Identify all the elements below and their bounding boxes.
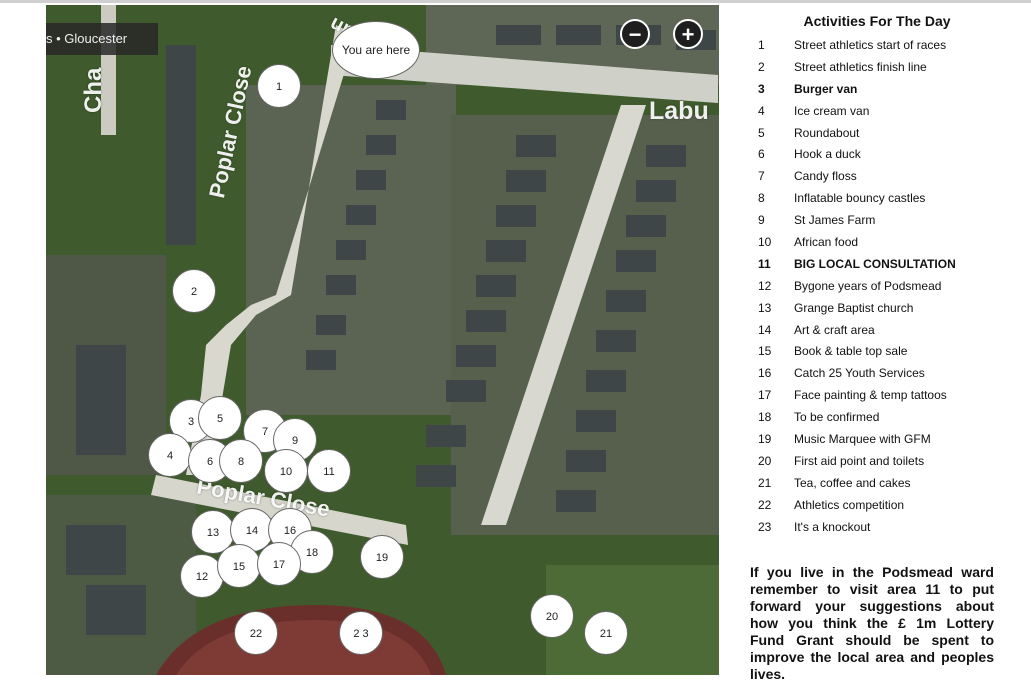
activity-number: 15 [758,344,772,359]
activity-number: 7 [758,169,765,184]
activity-label: Candy floss [794,169,857,184]
list-item: 23 It's a knockout [748,516,1006,538]
map-marker[interactable]: 10 [264,449,308,493]
activity-label: Street athletics finish line [794,59,927,74]
activity-number: 22 [758,497,772,512]
list-item: 3 Burger van [748,78,1006,100]
activity-number: 10 [758,234,772,249]
activity-label: Face painting & temp tattoos [794,388,947,403]
activity-label: Art & craft area [794,322,875,337]
activity-label: It's a knockout [794,519,871,534]
aerial-map[interactable]: s • Gloucester − + Poplar Close Poplar C… [46,5,719,675]
list-item: 7 Candy floss [748,165,1006,187]
activity-number: 4 [758,103,765,118]
activities-list: 1 Street athletics start of races 2 Street … [748,34,1006,537]
list-item: 21 Tea, coffee and cakes [748,472,1006,494]
list-item: 11 BIG LOCAL CONSULTATION [748,253,1006,275]
list-item: 1 Street athletics start of races [748,34,1006,56]
list-item: 9 St James Farm [748,209,1006,231]
map-marker[interactable]: 2 3 [339,611,383,655]
activity-number: 18 [758,410,772,425]
you-are-here-marker: You are here [332,21,420,79]
map-marker[interactable]: 21 [584,611,628,655]
activity-number: 13 [758,300,772,315]
map-marker[interactable]: 4 [148,433,192,477]
activity-label: Book & table top sale [794,344,908,359]
list-item: 16 Catch 25 Youth Services [748,362,1006,384]
list-item: 12 Bygone years of Podsmead [748,275,1006,297]
activity-number: 12 [758,278,772,293]
list-item: 5 Roundabout [748,122,1006,144]
consultation-note: If you live in the Podsmead ward remembe… [750,564,994,682]
activity-label: Hook a duck [794,147,861,162]
map-marker[interactable]: 2 [172,269,216,313]
activity-label: Music Marquee with GFM [794,431,931,446]
list-item: 14 Art & craft area [748,319,1006,341]
list-item: 18 To be confirmed [748,406,1006,428]
activity-label: To be confirmed [794,410,880,425]
map-marker[interactable]: 13 [191,510,235,554]
activity-number: 14 [758,322,772,337]
map-marker[interactable]: 1 [257,64,301,108]
top-border [0,0,1031,3]
list-item: 13 Grange Baptist church [748,297,1006,319]
map-marker[interactable]: 20 [530,594,574,638]
location-label: s • Gloucester [46,23,158,55]
list-item: 22 Athletics competition [748,494,1006,516]
activity-label: Catch 25 Youth Services [794,366,925,381]
list-item: 4 Ice cream van [748,100,1006,122]
activity-label: St James Farm [794,213,876,228]
list-item: 2 Street athletics finish line [748,56,1006,78]
list-item: 15 Book & table top sale [748,340,1006,362]
activity-number: 5 [758,125,765,140]
street-label-cha: Cha [80,67,107,113]
activity-label: Bygone years of Podsmead [794,278,942,293]
activity-number: 3 [758,81,765,96]
activity-label: BIG LOCAL CONSULTATION [794,256,956,271]
map-marker[interactable]: 11 [307,449,351,493]
map-marker[interactable]: 15 [217,544,261,588]
list-item: 20 First aid point and toilets [748,450,1006,472]
activity-number: 9 [758,213,765,228]
activities-title: Activities For The Day [803,13,951,29]
activity-label: First aid point and toilets [794,453,925,468]
map-marker[interactable]: 12 [180,554,224,598]
activity-number: 11 [758,256,771,271]
map-marker[interactable]: 19 [360,535,404,579]
activity-number: 6 [758,147,765,162]
map-marker[interactable]: 8 [219,439,263,483]
activity-label: African food [794,234,859,249]
activity-label: Grange Baptist church [794,300,914,315]
activity-label: Street athletics start of races [794,37,947,52]
activity-label: Athletics competition [794,497,905,512]
activity-number: 8 [758,191,765,206]
map-marker[interactable]: 17 [257,542,301,586]
activity-number: 20 [758,453,772,468]
list-item: 10 African food [748,231,1006,253]
activity-number: 19 [758,431,772,446]
activity-label: Burger van [794,81,858,96]
activity-label: Ice cream van [794,103,870,118]
activity-number: 2 [758,59,765,74]
map-marker[interactable]: 5 [198,396,242,440]
map-imagery [46,5,719,675]
list-item: 19 Music Marquee with GFM [748,428,1006,450]
activity-number: 16 [758,366,772,381]
list-item: 17 Face painting & temp tattoos [748,384,1006,406]
activity-number: 21 [758,475,772,490]
activity-label: Roundabout [794,125,860,140]
activity-number: 23 [758,519,772,534]
street-label-labu: Labu [649,97,709,125]
activity-number: 17 [758,388,772,403]
activity-label: Inflatable bouncy castles [794,191,926,206]
activity-label: Tea, coffee and cakes [794,475,911,490]
activity-number: 1 [758,37,765,52]
zoom-in-button[interactable]: + [673,19,703,49]
list-item: 6 Hook a duck [748,143,1006,165]
map-marker[interactable]: 22 [234,611,278,655]
list-item: 8 Inflatable bouncy castles [748,187,1006,209]
zoom-out-button[interactable]: − [620,19,650,49]
